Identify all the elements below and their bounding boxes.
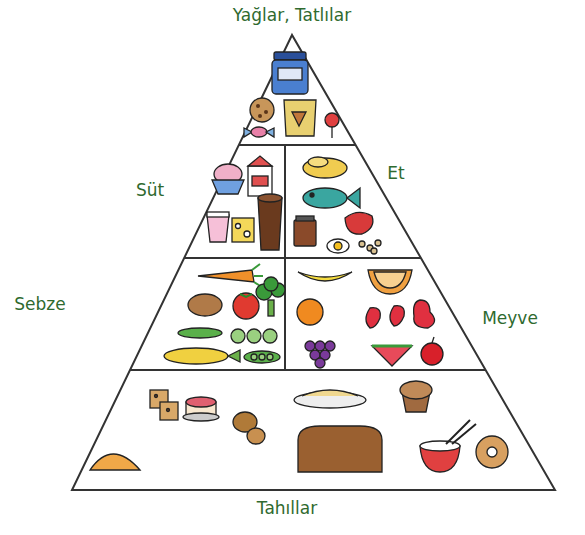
meat-icons (294, 157, 381, 254)
group-label: Yağlar, Tatlılar (233, 5, 351, 25)
group-label: Süt (136, 180, 164, 200)
group-label: Sebze (14, 294, 65, 314)
vegetable-icons (164, 264, 285, 364)
grain-icons (90, 381, 508, 472)
pyramid-outline (72, 35, 555, 490)
dairy-icons (207, 156, 282, 250)
group-label: Tahıllar (257, 498, 317, 518)
group-label: Et (387, 163, 404, 183)
fruit-icons (297, 270, 443, 368)
sweets-icons (244, 52, 339, 138)
group-label: Meyve (482, 308, 538, 328)
